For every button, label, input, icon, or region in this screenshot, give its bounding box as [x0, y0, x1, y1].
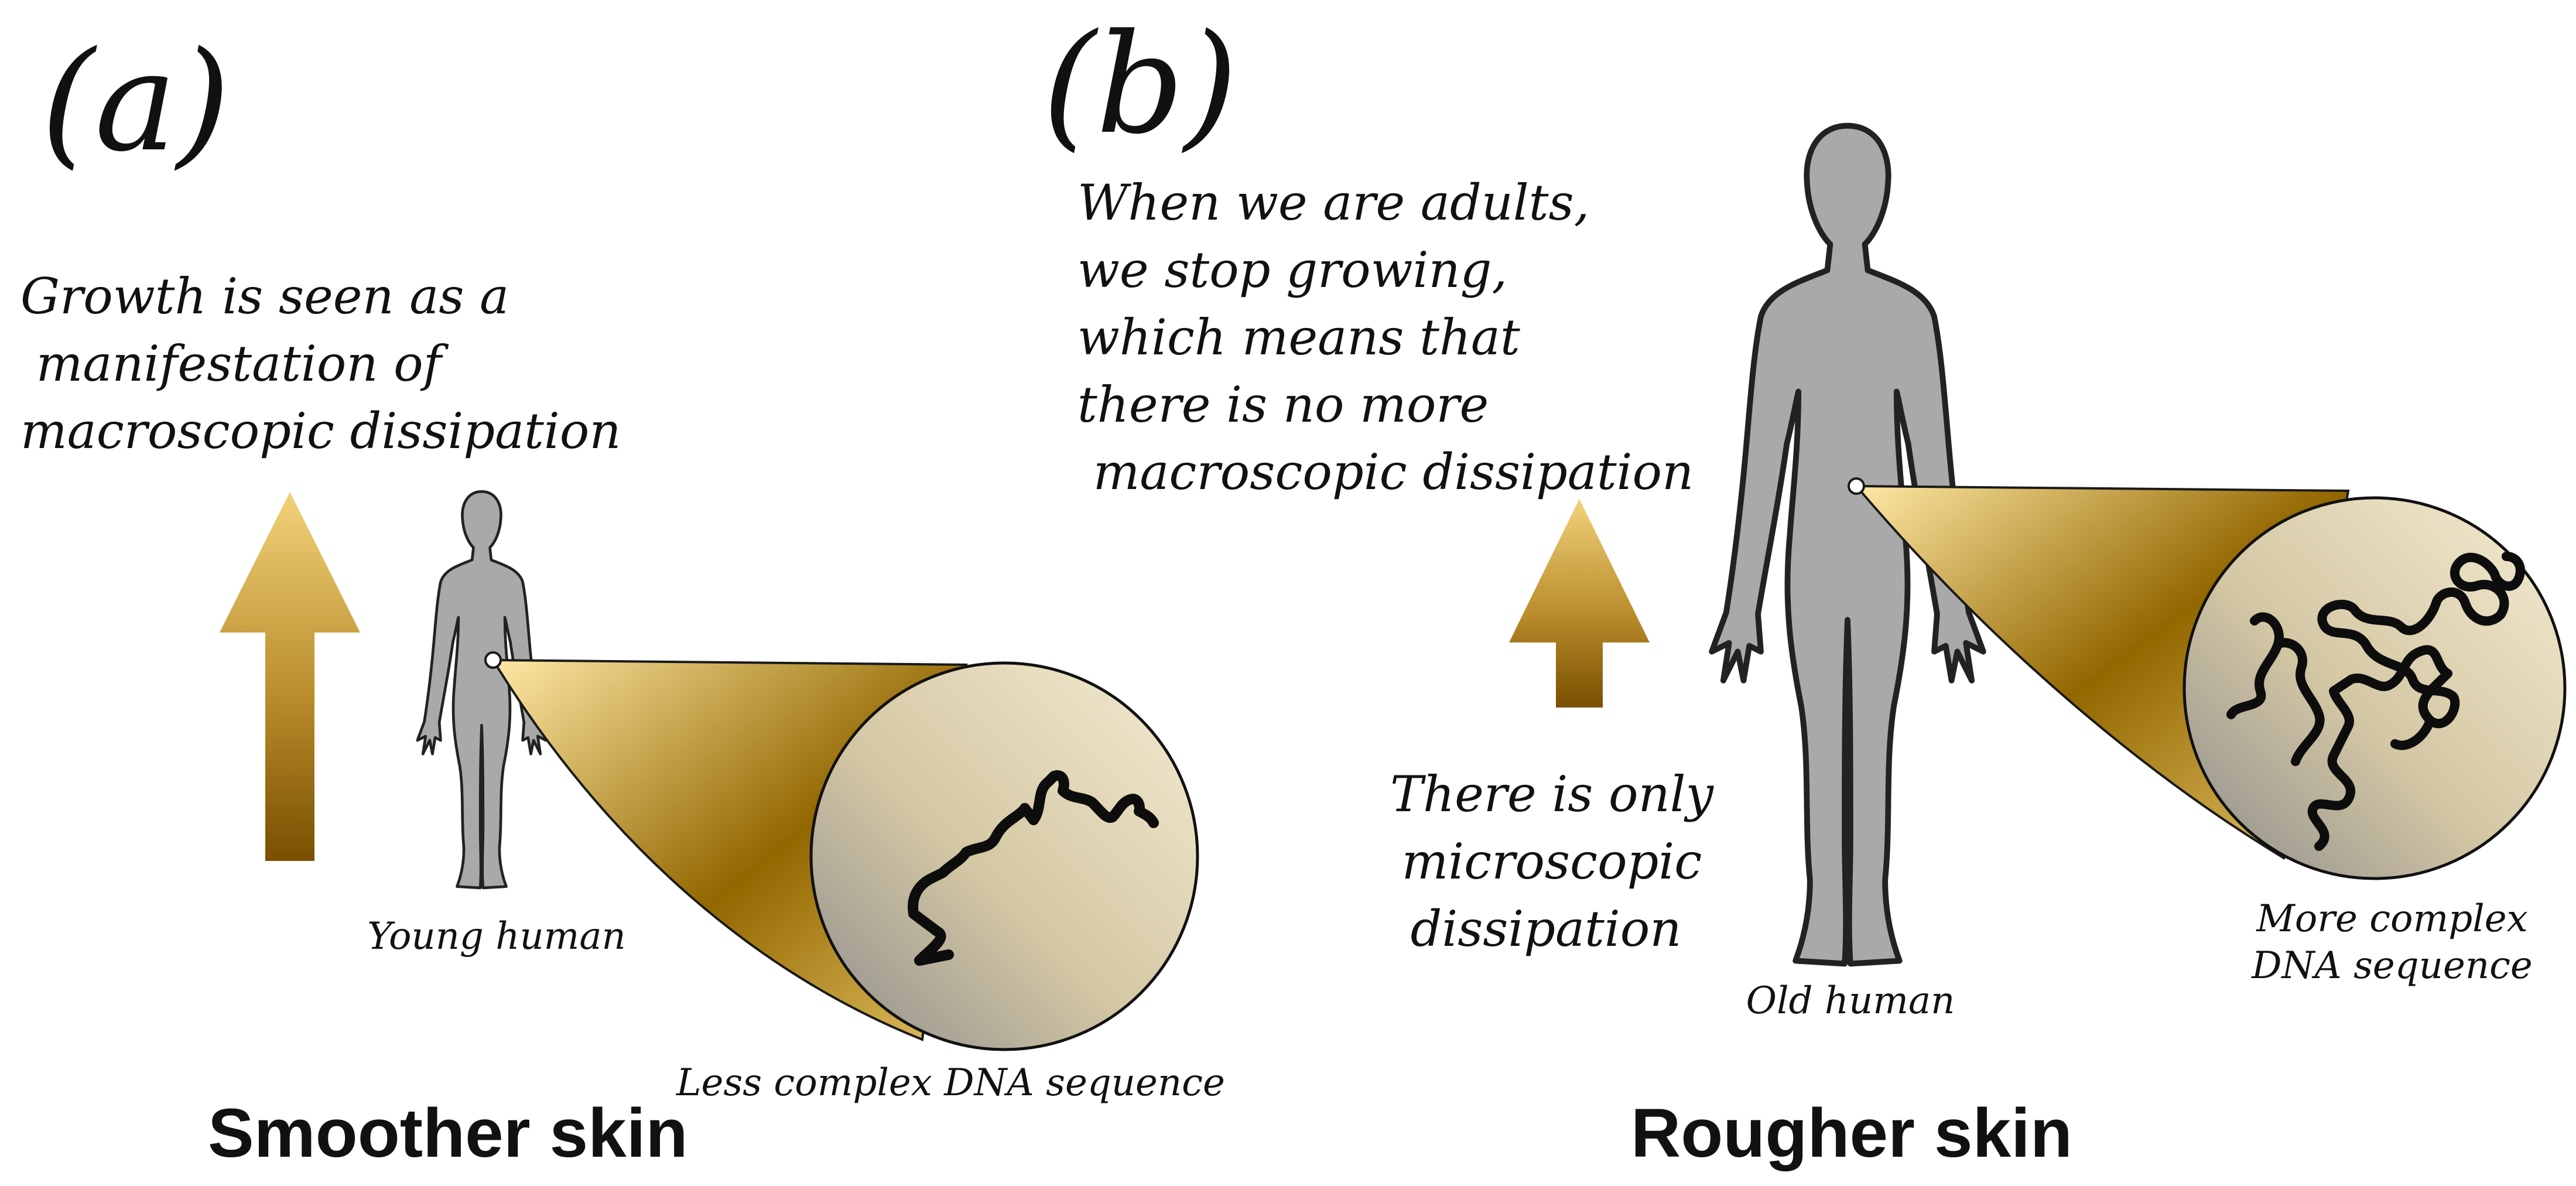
panel-b-dna-strand: [2226, 552, 2525, 851]
panel-b-growth-arrow: [1509, 499, 1650, 708]
panel-b-adult-note: When we are adults, we stop growing, whi…: [1077, 174, 1694, 501]
panel-b-note-line-2: we stop growing,: [1077, 241, 1507, 299]
more-complex-dna-label-line-2: DNA sequence: [2251, 944, 2533, 987]
panel-a-label: (a): [41, 22, 230, 182]
panel-b-micro-line-2: microscopic: [1402, 833, 1702, 890]
panel-b-zoom-origin: [1848, 477, 1865, 495]
panel-b-micro-line-1: There is only: [1390, 765, 1715, 823]
panel-a-note-line-2: manifestation of: [20, 335, 449, 392]
panel-b-note-line-5: macroscopic dissipation: [1077, 443, 1694, 501]
panel-b-note-line-1: When we are adults,: [1077, 174, 1589, 231]
panel-a-dna-strand: [908, 770, 1159, 966]
less-complex-dna-label: Less complex DNA sequence: [676, 1061, 1225, 1105]
panel-b-micro-note: There is only microscopic dissipation: [1390, 765, 1715, 958]
panel-a-growth-arrow: [220, 492, 360, 861]
panel-b-micro-line-3: dissipation: [1411, 900, 1682, 958]
panel-b-note-line-4: there is no more: [1077, 376, 1489, 433]
young-human-label: Young human: [367, 915, 625, 958]
panel-a-zoom-origin: [484, 651, 502, 669]
smoother-skin-label: Smoother skin: [208, 1095, 688, 1172]
panel-a-note-line-1: Growth is seen as a: [20, 268, 509, 325]
rougher-skin-label: Rougher skin: [1631, 1095, 2072, 1172]
panel-b-note-line-3: which means that: [1077, 309, 1520, 366]
panel-b-label: (b): [1042, 5, 1238, 165]
panel-a-note-line-3: macroscopic dissipation: [20, 402, 621, 460]
old-human-label: Old human: [1746, 979, 1955, 1023]
more-complex-dna-label-line-1: More complex: [2256, 897, 2527, 941]
panel-a-growth-note: Growth is seen as a manifestation of mac…: [20, 268, 621, 460]
panel-b: (b) When we are adults, we stop growing,…: [1042, 5, 2567, 1172]
panel-a: (a) Growth is seen as a manifestation of…: [20, 22, 1225, 1172]
panel-a-dna-lens: [809, 661, 1199, 1051]
